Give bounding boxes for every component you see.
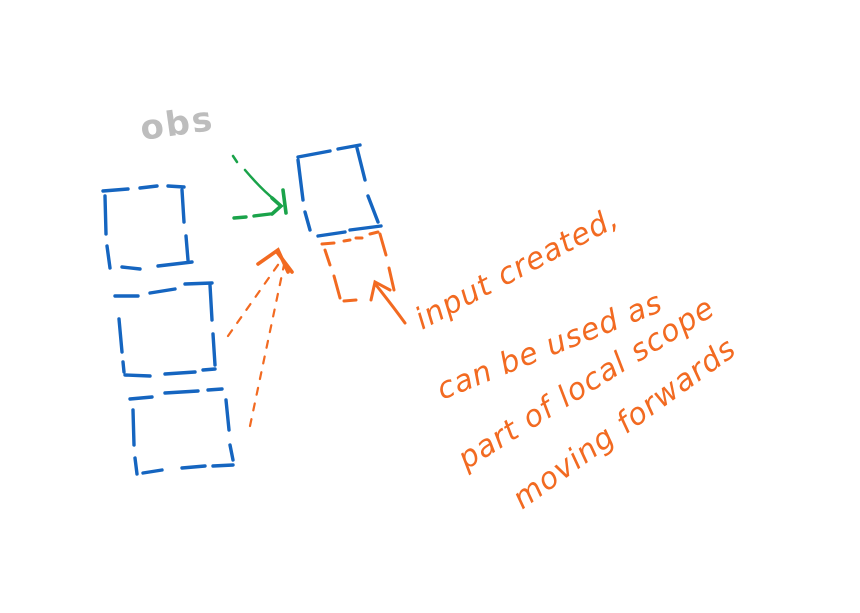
annotation-note: input created, can be used as part of lo… [409, 200, 743, 516]
stack-box-2 [113, 281, 217, 378]
pointer-arrow [369, 279, 407, 325]
stack-box-1 [101, 184, 194, 271]
green-arrow [231, 154, 288, 220]
orange-dashed-arrows [226, 260, 286, 428]
obs-label: obs [138, 99, 217, 149]
obs-output-box [296, 143, 383, 238]
input-box-orange [320, 230, 396, 303]
stack-left [101, 184, 235, 476]
stack-box-3 [128, 387, 235, 476]
orange-arrowhead [256, 247, 294, 274]
